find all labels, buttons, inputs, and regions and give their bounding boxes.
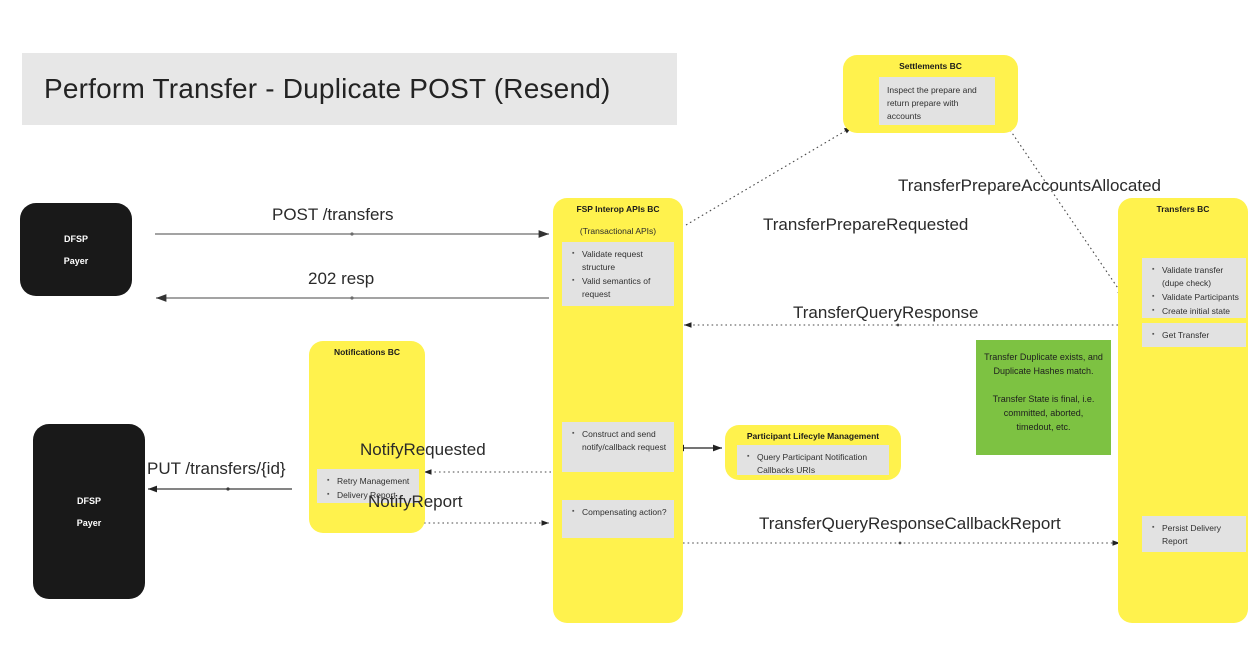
note-item: Validate transfer (dupe check) [1152,263,1240,290]
context-title: FSP Interop APIs BC [576,204,660,214]
condition-line-2: Transfer State is final, i.e. committed,… [992,394,1095,432]
condition-line-1: Transfer Duplicate exists, and Duplicate… [984,352,1103,376]
note-item: Valid semantics of request [572,274,668,301]
note-item: Compensating action? [572,505,668,519]
label-post-transfers: POST /transfers [272,205,394,224]
note-item: Delivery Report [327,488,413,502]
context-title: Transfers BC [1156,204,1210,214]
context-title: Notifications BC [333,347,401,357]
actor-dfsp-payer-bottom: DFSP Payer [33,424,145,599]
actor-name: DFSP [76,495,101,506]
note-item: Validate Participants [1152,290,1240,304]
note-construct-notify: Construct and send notify/callback reque… [562,422,674,472]
note-query-participant: Query Participant Notification Callbacks… [737,445,889,475]
actor-name: DFSP [63,233,88,244]
label-transfer-query-response: TransferQueryResponse [793,303,979,322]
context-title: Settlements BC [899,61,962,71]
note-compensating-action: Compensating action? [562,500,674,538]
arrow-transfer-prepare-requested [685,126,853,226]
context-settlements-bc: Settlements BC Inspect the prepare and r… [843,55,1018,133]
note-item: Query Participant Notification Callbacks… [747,450,883,477]
label-transfer-prepare-accounts-allocated: TransferPrepareAccountsAllocated [898,176,1162,195]
note-persist-delivery-report: Persist Delivery Report [1142,516,1246,552]
condition-box-duplicate: Transfer Duplicate exists, and Duplicate… [976,340,1111,455]
page-title: Perform Transfer - Duplicate POST (Resen… [44,73,611,104]
context-notifications-bc: Notifications BC Retry Management Delive… [309,341,425,533]
title-banner: Perform Transfer - Duplicate POST (Resen… [22,53,677,125]
actor-role: Payer [76,517,102,528]
actor-dfsp-payer-top: DFSP Payer [20,203,132,296]
label-202-resp: 202 resp [308,269,375,288]
label-put-transfers-id: PUT /transfers/{id} [147,459,286,478]
note-settlements-inspect: Inspect the prepare and return prepare w… [879,77,995,125]
note-get-transfer: Get Transfer [1142,323,1246,347]
context-title: Participant Lifecyle Management [746,431,880,441]
note-item: Retry Management [327,474,413,488]
note-item: Validate request structure [572,247,668,274]
note-validate-request: Validate request structure Valid semanti… [562,242,674,306]
note-text: Inspect the prepare and return prepare w… [887,85,977,121]
arrow-transfer-prepare-accounts-allocated [1009,129,1125,298]
note-item: Create initial state [1152,304,1240,318]
note-item: Get Transfer [1152,328,1240,342]
note-notifications: Retry Management Delivery Report [317,469,419,503]
label-transfer-query-response-callback-report: TransferQueryResponseCallbackReport [759,514,1061,533]
note-validate-transfer: Validate transfer (dupe check) Validate … [1142,258,1246,318]
label-notify-requested: NotifyRequested [360,440,486,459]
context-fsp-interop-apis-bc: FSP Interop APIs BC (Transactional APIs)… [553,198,683,623]
label-notify-report: NotifyReport [368,492,463,511]
context-participant-lifecycle-management: Participant Lifecyle Management Query Pa… [725,425,901,480]
label-transfer-prepare-requested: TransferPrepareRequested [763,215,969,234]
context-transfers-bc: Transfers BC Validate transfer (dupe che… [1118,198,1248,623]
actor-role: Payer [63,255,89,266]
context-subtitle: (Transactional APIs) [579,226,657,236]
note-item: Persist Delivery Report [1152,521,1240,548]
note-item: Construct and send notify/callback reque… [572,427,668,454]
